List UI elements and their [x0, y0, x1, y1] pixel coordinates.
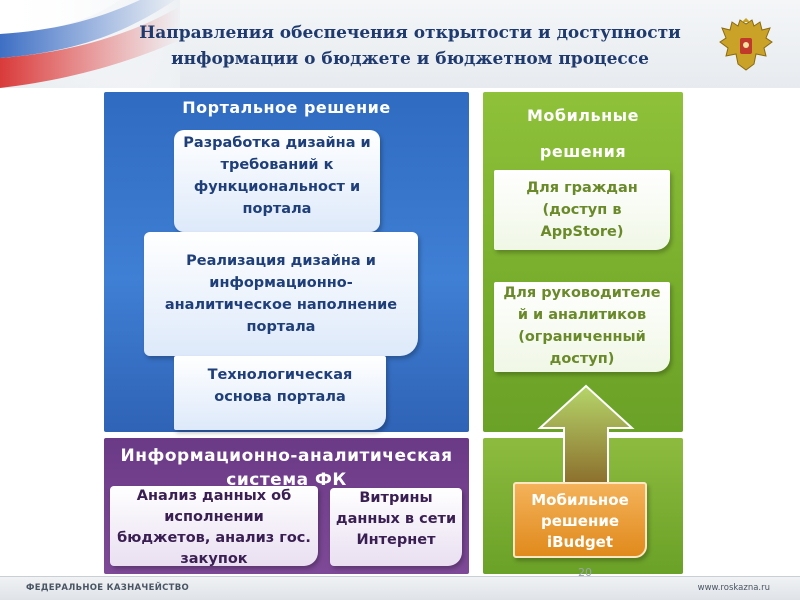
mobile-managers-box: Для руководителе й и аналитиков (огранич…: [494, 282, 670, 372]
is-data-showcase-text: Витрины данных в сети Интернет: [335, 490, 457, 548]
header: Направления обеспечения открытости и дос…: [0, 0, 800, 88]
mobile-citizens-box: Для граждан (доступ в AppStore): [494, 170, 670, 250]
mobile-citizens-text: Для граждан (доступ в AppStore): [526, 180, 638, 240]
portal-technology-text: Технологическая основа портала: [207, 367, 353, 405]
is-budget-analysis-text: Анализ данных об исполнении бюджетов, ан…: [117, 488, 311, 566]
portal-implementation-text: Реализация дизайна и информационно-анали…: [164, 253, 398, 335]
double-headed-eagle-emblem-icon: [719, 18, 773, 71]
up-arrow-icon: [537, 384, 635, 489]
is-data-showcase-box: Витрины данных в сети Интернет: [330, 488, 462, 566]
footer: ФЕДЕРАЛЬНОЕ КАЗНАЧЕЙСТВО www.roskazna.ru: [0, 576, 800, 600]
russian-flag-wave-icon: [0, 0, 180, 88]
portal-design-requirements-box: Разработка дизайна и требований к функци…: [174, 130, 380, 232]
mobile-managers-text: Для руководителе й и аналитиков (огранич…: [503, 285, 661, 367]
mobile-solutions-panel: Мобильные решения: [483, 92, 683, 432]
footer-website-link[interactable]: www.roskazna.ru: [697, 583, 770, 593]
page-number: 20: [578, 566, 592, 579]
portal-technology-box: Технологическая основа портала: [174, 356, 386, 430]
is-heading: Информационно-аналитическая система ФК: [120, 446, 453, 490]
portal-design-requirements-text: Разработка дизайна и требований к функци…: [183, 135, 371, 217]
portal-implementation-box: Реализация дизайна и информационно-анали…: [144, 232, 418, 356]
page-title: Направления обеспечения открытости и дос…: [139, 23, 681, 69]
ibudget-text: Мобильное решение iBudget: [531, 491, 629, 551]
mobile-heading: Мобильные решения: [526, 106, 639, 161]
is-budget-analysis-box: Анализ данных об исполнении бюджетов, ан…: [110, 486, 318, 566]
footer-organization: ФЕДЕРАЛЬНОЕ КАЗНАЧЕЙСТВО: [26, 583, 190, 593]
portal-heading: Портальное решение: [182, 98, 391, 117]
ibudget-box: Мобильное решение iBudget: [513, 482, 647, 558]
